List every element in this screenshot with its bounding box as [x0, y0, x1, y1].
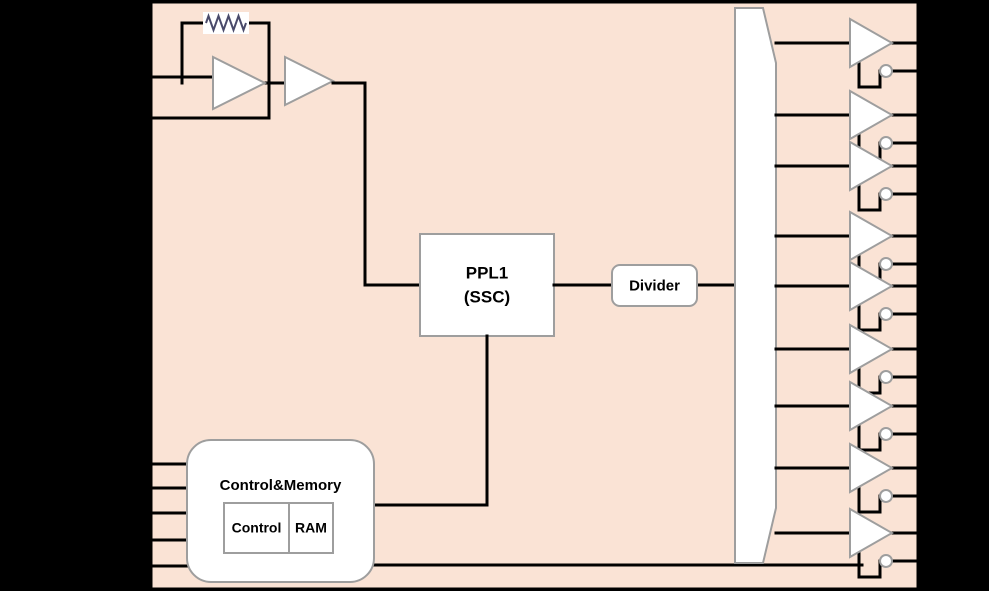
- divider-block[interactable]: [611, 264, 698, 307]
- output-buffer-inversion-bubble-2: [879, 187, 893, 201]
- output-buffer-inversion-bubble-7: [879, 489, 893, 503]
- pll-label-line1: PPL1: [466, 263, 509, 282]
- output-buffer-5: [849, 323, 895, 375]
- output-buffer-inversion-bubble-6: [879, 427, 893, 441]
- output-buffer-inversion-bubble-4: [879, 307, 893, 321]
- control-memory-subblock-label-0: Control: [232, 520, 282, 536]
- output-buffer-2: [849, 140, 895, 192]
- buffer-comp-feedback-stub-2: [857, 184, 882, 212]
- output-buffer-inversion-bubble-5: [879, 370, 893, 384]
- buffer-comp-feedback-stub-0: [857, 61, 882, 89]
- amp-to-pll-wire: [331, 81, 422, 287]
- control-memory-subblock-label-1: RAM: [295, 520, 327, 536]
- output-buffer-6: [849, 380, 895, 432]
- output-buffer-0: [849, 17, 895, 69]
- output-buffer-1: [849, 89, 895, 141]
- buffer-comp-feedback-stub-8: [857, 551, 882, 579]
- feedback-wire-left: [180, 21, 205, 85]
- feedback-wire-right: [247, 21, 271, 120]
- output-buffer-8: [849, 507, 895, 559]
- divider-label: Divider: [629, 277, 680, 294]
- control-memory-subblock-1[interactable]: [288, 502, 334, 554]
- pll-block[interactable]: [419, 233, 555, 337]
- pll-to-control-wire: [372, 334, 489, 507]
- control-memory-subblock-0[interactable]: [223, 502, 290, 554]
- output-buffer-inversion-bubble-0: [879, 64, 893, 78]
- control-memory-label: Control&Memory: [220, 477, 342, 494]
- input-amplifier-2: [284, 55, 336, 107]
- fanout-mux-block[interactable]: [734, 7, 777, 564]
- buffer-comp-feedback-stub-6: [857, 424, 882, 452]
- buffer-comp-feedback-stub-7: [857, 486, 882, 514]
- output-buffer-inversion-bubble-3: [879, 257, 893, 271]
- output-buffer-4: [849, 260, 895, 312]
- pll-label-line2: (SSC): [464, 287, 510, 306]
- buffer-comp-feedback-stub-4: [857, 304, 882, 332]
- output-buffer-inversion-bubble-8: [879, 554, 893, 568]
- input-amplifier-1: [212, 55, 268, 111]
- output-buffer-3: [849, 210, 895, 262]
- output-buffer-7: [849, 442, 895, 494]
- resistor-zigzag: [205, 13, 247, 33]
- output-buffer-inversion-bubble-1: [879, 136, 893, 150]
